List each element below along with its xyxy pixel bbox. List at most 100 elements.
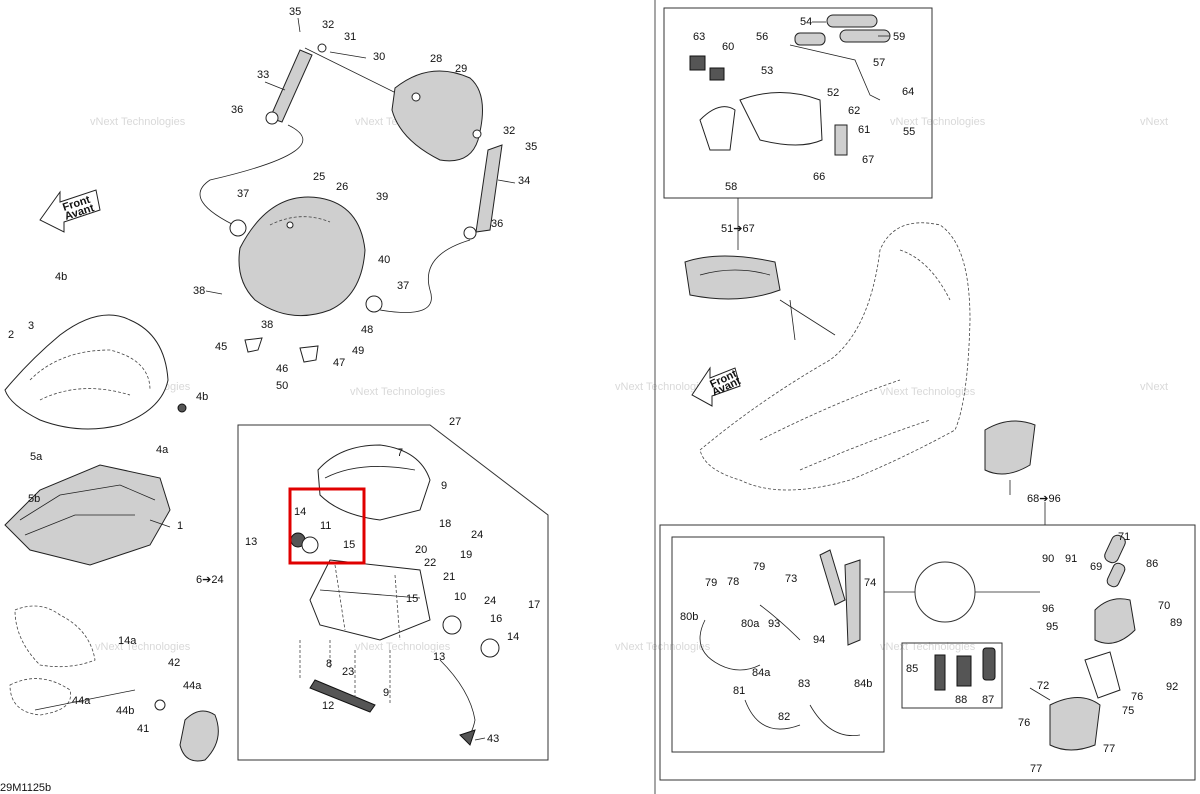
gear-11: [301, 536, 319, 554]
callout: 24: [484, 595, 496, 607]
leader-lines: [149, 17, 1051, 741]
callout: 46: [276, 363, 288, 375]
seat-2: [4, 314, 187, 430]
seat-pan-1: [4, 464, 171, 566]
callout: 11: [320, 520, 331, 532]
callout: 82: [778, 711, 790, 723]
button-60: [709, 67, 725, 81]
callout: 73: [785, 573, 797, 585]
callout: 49: [352, 345, 364, 357]
callout: 28: [430, 53, 442, 65]
seat-back: [229, 196, 383, 363]
callout: 71: [1118, 531, 1130, 543]
part-45: [244, 337, 263, 353]
callout: 53: [761, 65, 773, 77]
watermark: vNext: [1140, 116, 1168, 128]
bracket-68: [984, 420, 1036, 495]
backrest-pad: [391, 70, 483, 162]
callout: 48: [361, 324, 373, 336]
front-arrow-left: Front Avant: [39, 189, 101, 233]
callout: 38: [193, 285, 205, 297]
callout: 86: [1146, 558, 1158, 570]
detail-box-51-67: [663, 7, 933, 199]
callout: 62: [848, 105, 860, 117]
callout: 44a: [72, 695, 91, 707]
callout: 35: [289, 6, 301, 18]
callout: 74: [864, 577, 876, 589]
callout: 64: [902, 86, 914, 98]
callout: 14: [507, 631, 519, 643]
callout: 5b: [28, 493, 40, 505]
callout: 55: [903, 126, 915, 138]
callouts-left: 35 32 31 30 33 36 28 29 32 35 34 36 37 2…: [8, 6, 540, 745]
switch-sub-box: [901, 642, 1003, 709]
callout: 54: [800, 16, 812, 28]
callout: 40: [378, 254, 390, 266]
callout: 7: [397, 447, 403, 459]
callout: 80a: [741, 618, 760, 630]
callout: 37: [397, 280, 409, 292]
callout: 4b: [55, 271, 67, 283]
callout: 21: [443, 571, 455, 583]
callout: 16: [490, 613, 502, 625]
callout: 66: [813, 171, 825, 183]
callout: 13: [245, 536, 257, 548]
watermark: vNext Technologies: [880, 641, 976, 653]
callout: 77: [1103, 743, 1115, 755]
watermark: vNext Technologies: [90, 116, 186, 128]
callout: 94: [813, 634, 825, 646]
callout: 2: [8, 329, 14, 341]
callout: 87: [982, 694, 994, 706]
callout: 44a: [183, 680, 202, 692]
bracket-33: [269, 49, 313, 123]
bracket-34: [475, 144, 503, 233]
callout: 61: [858, 124, 870, 136]
callout: 89: [1170, 617, 1182, 629]
callout: 39: [376, 191, 388, 203]
callout: 80b: [680, 611, 698, 623]
callout: 18: [439, 518, 451, 530]
cover-assembly: [9, 605, 219, 762]
callouts-right: 54 56 59 63 60 53 57 64 52 62 55 61 67 5…: [680, 16, 1182, 775]
watermark: vNext: [1140, 381, 1168, 393]
watermark: vNext Technologies: [95, 641, 191, 653]
callout: 13: [433, 651, 445, 663]
callout: 6➔24: [196, 574, 224, 586]
callout: 42: [168, 657, 180, 669]
callout: 77: [1030, 763, 1042, 775]
callout: 75: [1122, 705, 1134, 717]
callout: 52: [827, 87, 839, 99]
callout: 72: [1037, 680, 1049, 692]
detail-box-6-24: [237, 424, 549, 761]
drawing-code: 29M1125b: [0, 782, 51, 794]
callout: 58: [725, 181, 737, 193]
callout: 32: [322, 19, 334, 31]
callout: 88: [955, 694, 967, 706]
callout: 96: [1042, 603, 1054, 615]
callout: 68➔96: [1027, 493, 1061, 505]
main-seat: [699, 222, 971, 491]
callout: 3: [28, 320, 34, 332]
callout: 20: [415, 544, 427, 556]
callout: 76: [1131, 691, 1143, 703]
callout: 79: [753, 561, 765, 573]
highlight-box: [288, 487, 366, 565]
watermark: vNext Technologies: [615, 641, 711, 653]
callout: 91: [1065, 553, 1077, 565]
callout: 10: [454, 591, 466, 603]
callout: 84b: [854, 678, 872, 690]
callout: 83: [798, 678, 810, 690]
grip-54: [826, 14, 878, 28]
callout: 90: [1042, 553, 1054, 565]
callout: 92: [1166, 681, 1178, 693]
callout: 84a: [752, 667, 771, 679]
callout: 32: [503, 125, 515, 137]
callout: 15: [343, 539, 355, 551]
callout: 45: [215, 341, 227, 353]
callout: 4b: [196, 391, 208, 403]
detail-box-68-96: [659, 524, 1196, 781]
callout: 33: [257, 69, 269, 81]
watermark: vNext Technologies: [880, 386, 976, 398]
callout: 36: [491, 218, 503, 230]
